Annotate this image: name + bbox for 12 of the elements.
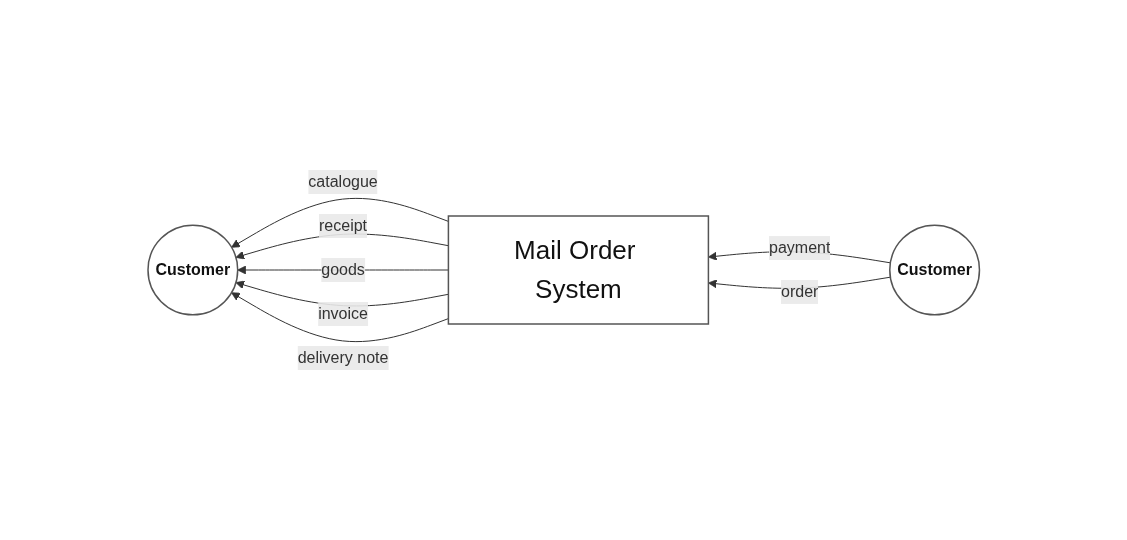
arrow xyxy=(230,197,449,248)
edge-label: payment xyxy=(768,239,831,257)
node-box: Mail Order System xyxy=(447,215,709,325)
edge-label: order xyxy=(780,282,819,300)
edge-label: receipt xyxy=(318,217,367,234)
edge-label: goods xyxy=(321,261,365,278)
node-circle: Customer xyxy=(147,224,239,316)
arrow xyxy=(230,292,449,343)
edge-label: catalogue xyxy=(308,173,378,190)
edge-label: invoice xyxy=(317,305,368,322)
edge-label: delivery note xyxy=(297,349,389,366)
node-circle: Customer xyxy=(888,224,980,316)
